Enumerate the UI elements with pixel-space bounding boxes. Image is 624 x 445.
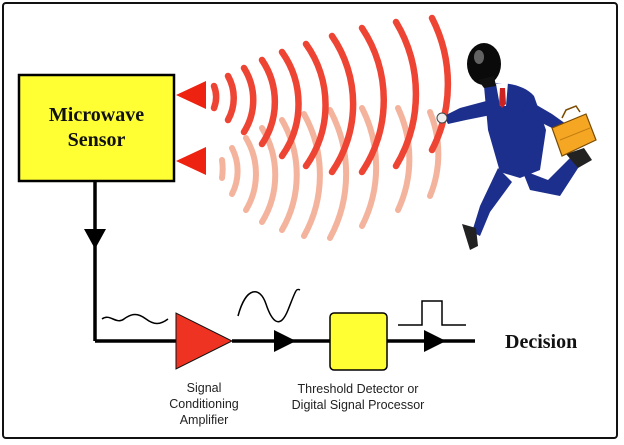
microwave-sensor-box: Microwave Sensor <box>17 73 176 183</box>
amplifier-label-line2: Conditioning <box>169 397 239 411</box>
processor-label-line1: Threshold Detector or <box>298 382 419 396</box>
processor-label-line2: Digital Signal Processor <box>292 398 425 412</box>
emitter-arrow-bottom <box>176 147 206 175</box>
sensor-label-line1: Microwave <box>49 104 144 126</box>
amplifier-icon <box>175 312 234 370</box>
running-businessman-icon <box>436 43 592 250</box>
emitter-arrow-top <box>176 81 206 109</box>
arrow-to-decision <box>424 330 446 352</box>
arrow-to-processor <box>274 330 296 352</box>
down-arrow <box>84 229 106 249</box>
pulse-waveform <box>398 300 466 326</box>
decision-label: Decision <box>505 331 577 353</box>
reflected-waves <box>210 14 452 176</box>
processor-box <box>329 312 388 371</box>
raw-signal-waveform <box>101 313 169 325</box>
amplified-signal-waveform <box>237 288 301 323</box>
transmitted-waves <box>219 105 442 241</box>
amplifier-label-line1: Signal <box>187 381 222 395</box>
briefcase-icon <box>551 105 597 157</box>
amplifier-label-line3: Amplifier <box>180 413 229 427</box>
sensor-label-line2: Sensor <box>68 129 126 151</box>
